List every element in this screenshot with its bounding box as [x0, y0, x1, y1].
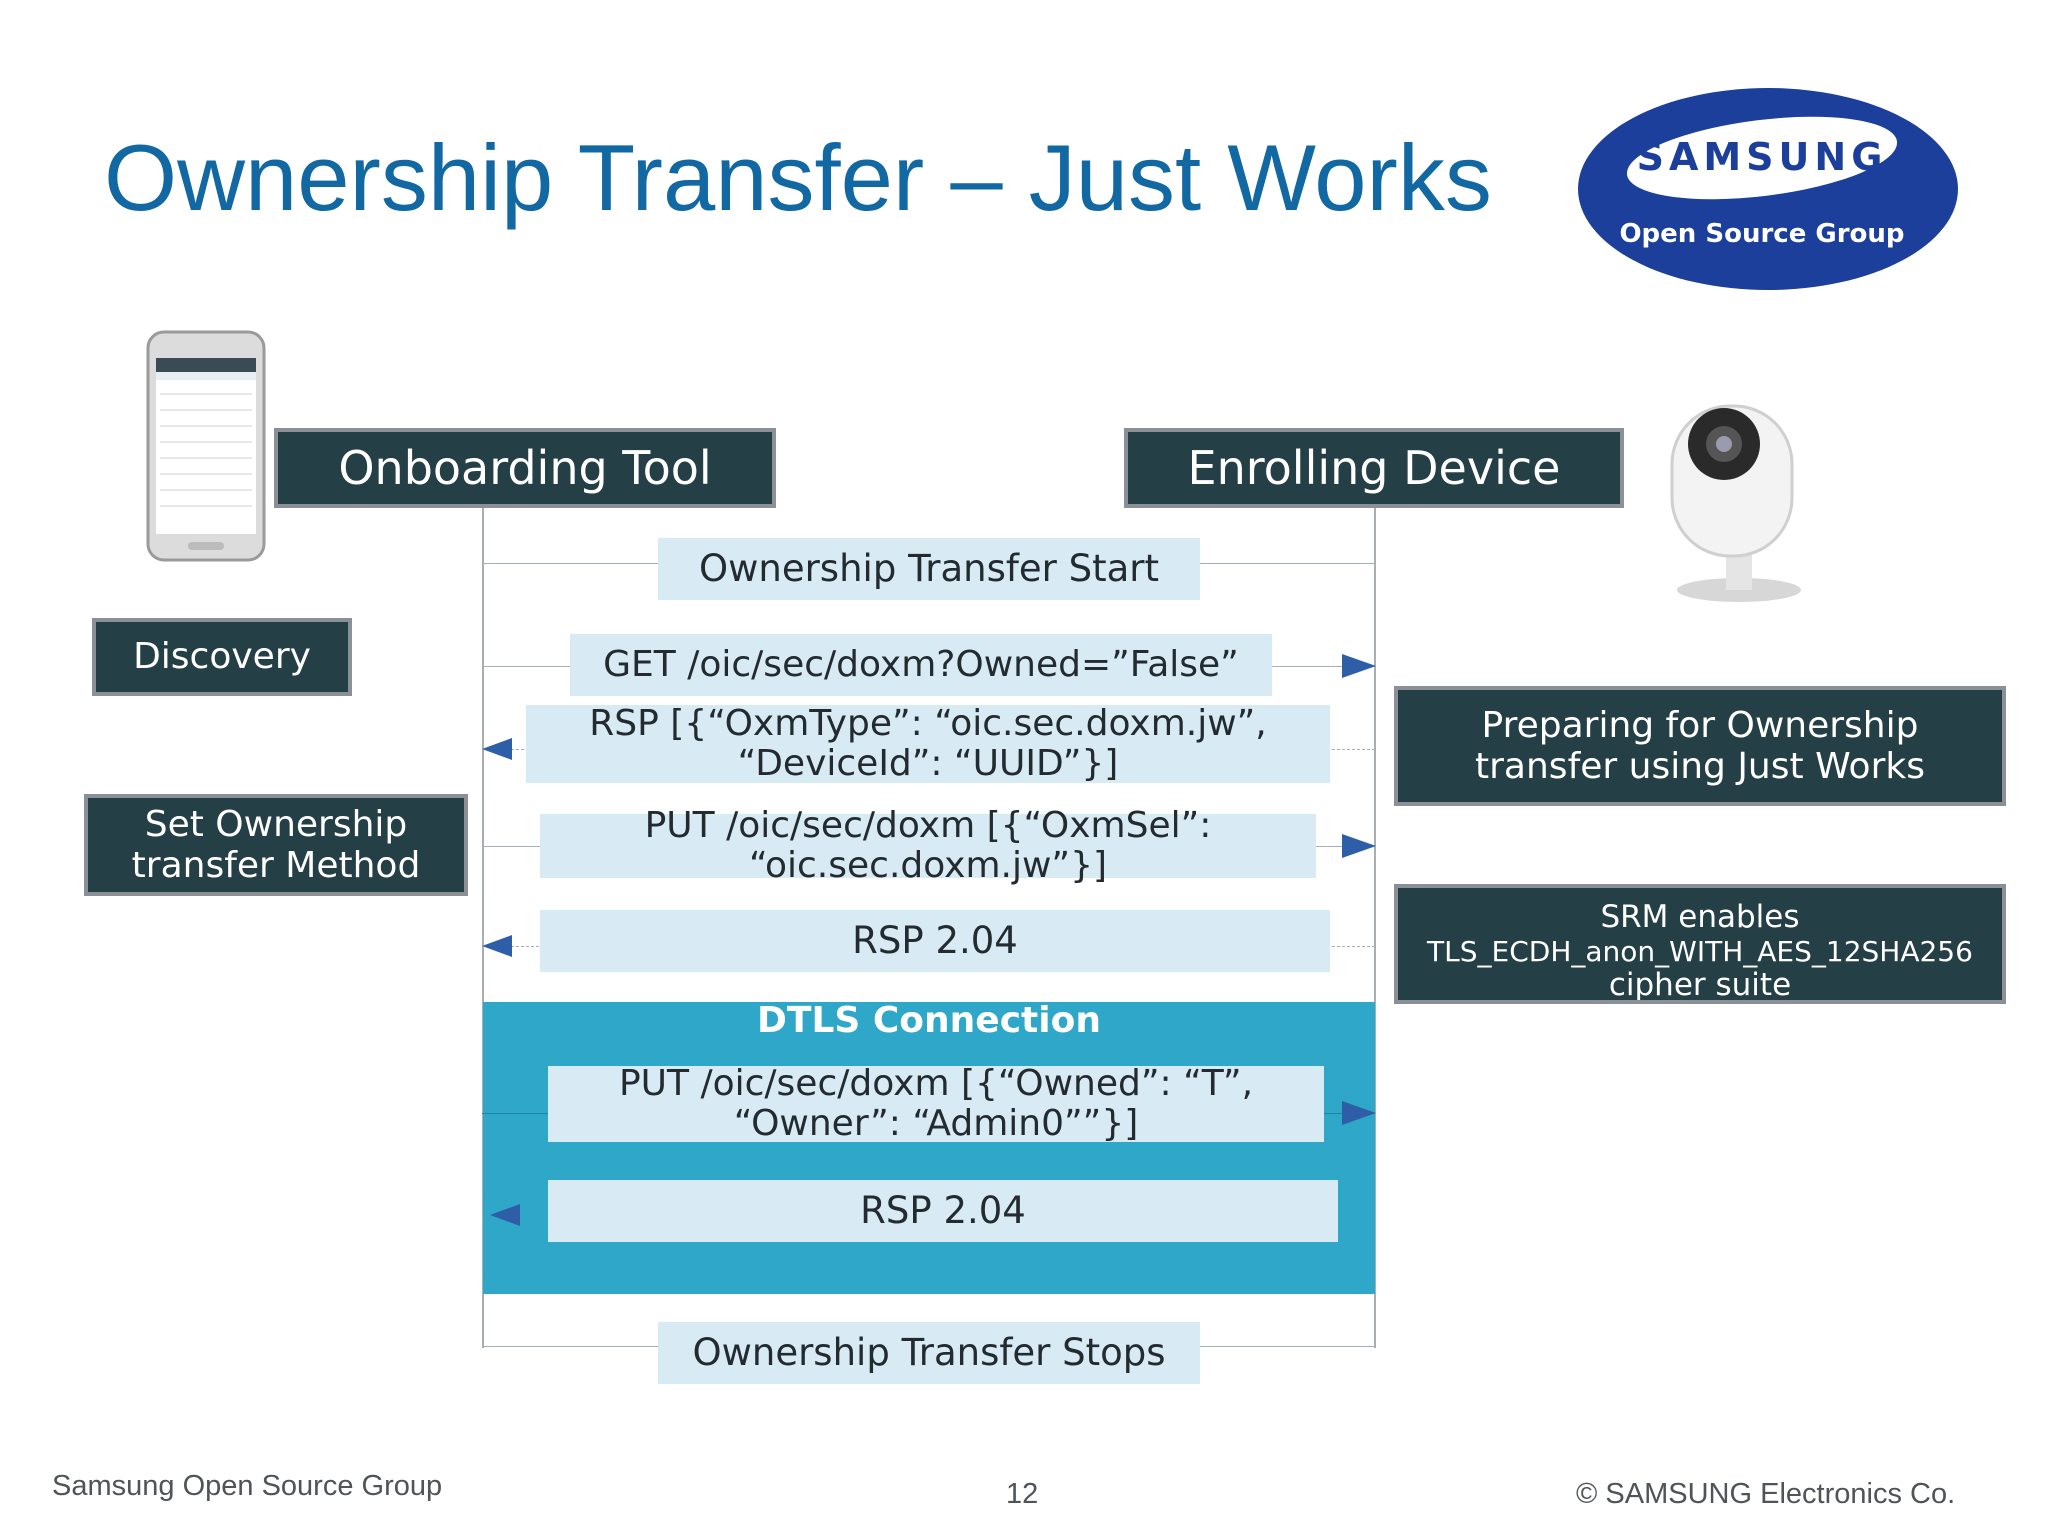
arrow-right-icon: [1342, 654, 1376, 678]
footer-left: Samsung Open Source Group: [52, 1470, 443, 1502]
arrow-left-icon: [482, 738, 512, 760]
preparing-line1: Preparing for Ownership: [1481, 704, 1919, 746]
get-doxm-label: GET /oic/sec/doxm?Owned=”False”: [570, 634, 1272, 696]
footer-right: © SAMSUNG Electronics Co.: [1576, 1478, 1956, 1510]
set-method-line1: Set Ownership: [144, 803, 408, 845]
rsp-204-b-label: RSP 2.04: [548, 1180, 1338, 1242]
enrolling-device-box: Enrolling Device: [1124, 428, 1624, 508]
arrow-left-icon: [490, 1204, 520, 1226]
onboarding-tool-box: Onboarding Tool: [274, 428, 776, 508]
preparing-line2: transfer using Just Works: [1475, 746, 1925, 787]
put-oxmsel-line2: “oic.sec.doxm.jw”}]: [748, 845, 1108, 886]
arrow-right-icon: [1342, 834, 1376, 858]
set-method-line2: transfer Method: [131, 845, 421, 886]
srm-line1: SRM enables: [1600, 899, 1800, 935]
put-oxmsel-line1: PUT /oic/sec/doxm [{“OxmSel”:: [644, 805, 1212, 847]
put-owned-line1: PUT /oic/sec/doxm [{“Owned”: “T”,: [618, 1063, 1254, 1105]
put-owned-line2: “Owner”: “Admin0””}]: [733, 1103, 1139, 1144]
rsp-doxm-label: RSP [{“OxmType”: “oic.sec.doxm.jw”, “Dev…: [526, 703, 1330, 784]
logo-tagline: Open Source Group: [1619, 219, 1904, 249]
samsung-logo: SAMSUNG Open Source Group: [1578, 88, 1958, 290]
put-oxmsel-label: PUT /oic/sec/doxm [{“OxmSel”: “oic.sec.d…: [540, 806, 1316, 885]
srm-note: SRM enables TLS_ECDH_anon_WITH_AES_12SHA…: [1394, 884, 2006, 1004]
page-number: 12: [1006, 1478, 1039, 1510]
rsp-204-a-label: RSP 2.04: [540, 910, 1330, 972]
device-lifeline: [1374, 508, 1376, 1348]
preparing-note: Preparing for Ownership transfer using J…: [1394, 686, 2006, 806]
put-owned-label: PUT /oic/sec/doxm [{“Owned”: “T”, “Owner…: [548, 1063, 1324, 1144]
set-method-note: Set Ownership transfer Method: [84, 794, 468, 896]
arrow-right-icon: [1342, 1101, 1376, 1125]
stop-label: Ownership Transfer Stops: [658, 1322, 1200, 1384]
camera-icon: [1670, 404, 1801, 602]
smartphone-icon: [146, 330, 266, 562]
slide-title: Ownership Transfer – Just Works: [104, 125, 1492, 230]
arrow-left-icon: [482, 935, 512, 957]
srm-line3: cipher suite: [1608, 966, 1792, 1003]
onboarding-lifeline: [482, 508, 484, 1348]
dtls-connection-label: DTLS Connection: [757, 1000, 1101, 1041]
discovery-note: Discovery: [92, 618, 352, 696]
rsp-doxm-line2: “DeviceId”: “UUID”}]: [737, 743, 1119, 784]
dtls-connection-block: [483, 1002, 1375, 1294]
rsp-doxm-line1: RSP [{“OxmType”: “oic.sec.doxm.jw”,: [589, 703, 1267, 745]
srm-line2: TLS_ECDH_anon_WITH_AES_12SHA256: [1427, 934, 1973, 968]
logo-brand: SAMSUNG: [1637, 135, 1888, 179]
start-label: Ownership Transfer Start: [658, 538, 1200, 600]
